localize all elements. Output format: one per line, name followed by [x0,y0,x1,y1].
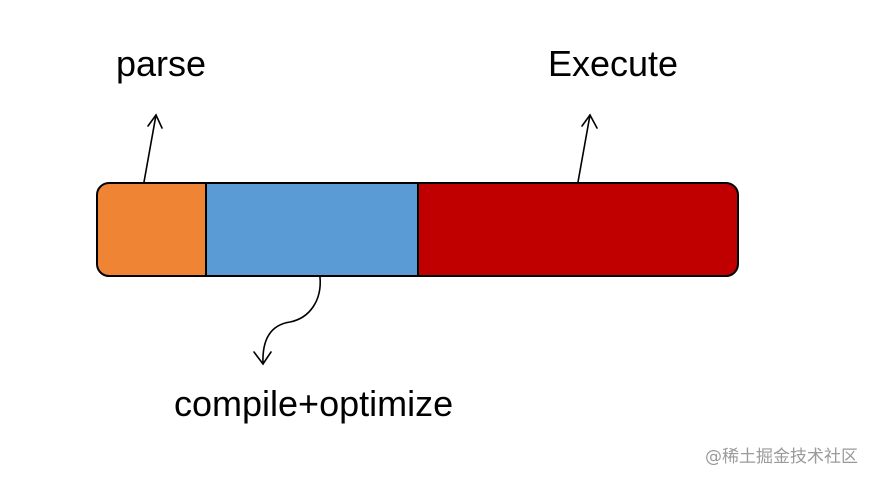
execute-segment [418,183,738,276]
compile-optimize-segment [206,183,418,276]
compile-arrow [253,276,321,366]
pipeline-bar [97,183,738,276]
execute-arrow [577,113,598,183]
parse-segment [97,183,206,276]
parse-arrow [143,113,163,183]
parse-label: parse [116,43,207,84]
watermark: @稀土掘金技术社区 [705,447,858,467]
execute-label: Execute [548,43,679,84]
compile-optimize-label: compile+optimize [174,383,454,424]
